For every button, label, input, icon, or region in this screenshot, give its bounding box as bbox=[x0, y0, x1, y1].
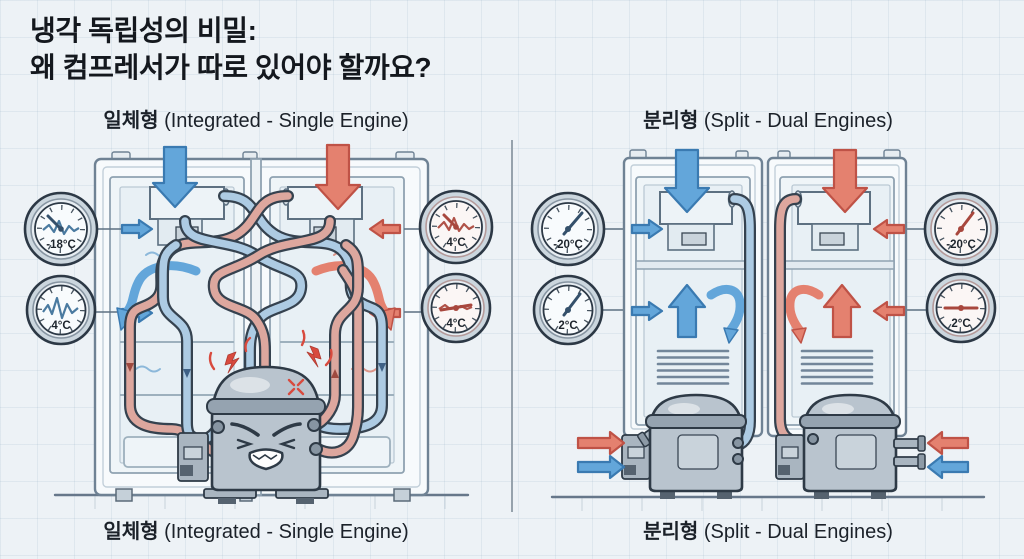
refrigerant-pipe-cold bbox=[181, 217, 305, 371]
split-header: 분리형 (Split - Dual Engines) bbox=[512, 104, 1024, 133]
integrated-footer: 일체형 (Integrated - Single Engine) bbox=[0, 515, 512, 544]
split-header-en: (Split - Dual Engines) bbox=[698, 110, 893, 132]
refrigerant-pipe-warm bbox=[314, 241, 362, 428]
cold-air-down-arrow-icon bbox=[151, 145, 199, 209]
title-line-1: 냉각 독립성의 비밀: bbox=[30, 15, 257, 46]
integrated-header: 일체형 (Integrated - Single Engine) bbox=[0, 104, 512, 133]
pipe-port bbox=[732, 453, 744, 465]
warm-line-right-arrow-icon bbox=[576, 430, 626, 456]
freezer-temp-gauge-fluctuating: -18°C bbox=[23, 191, 99, 267]
freezer-temp-gauge-stable: -20°C bbox=[923, 191, 999, 267]
cold-air-right-arrow-icon bbox=[630, 218, 664, 240]
cold-line-right-arrow-icon bbox=[576, 454, 626, 480]
integrated-header-ko: 일체형 bbox=[103, 110, 159, 132]
cold-air-right-arrow-icon bbox=[630, 300, 664, 322]
page-title: 냉각 독립성의 비밀: 왜 컴프레서가 따로 있어야 할까요? bbox=[30, 12, 432, 86]
compressor-freezer bbox=[621, 393, 747, 499]
warm-air-left-arrow-icon bbox=[872, 300, 906, 322]
gauge-value: 2°C bbox=[558, 320, 577, 332]
gauge-value: 4°C bbox=[446, 237, 465, 249]
split-footer: 분리형 (Split - Dual Engines) bbox=[512, 515, 1024, 544]
split-footer-ko: 분리형 bbox=[643, 521, 699, 543]
vent-grille bbox=[656, 349, 730, 385]
cold-air-down-arrow-icon bbox=[663, 148, 711, 214]
fridge-temp-gauge-fluctuating: 4°C bbox=[25, 274, 97, 346]
warm-air-down-arrow-icon bbox=[314, 143, 362, 211]
integrated-footer-en: (Integrated - Single Engine) bbox=[158, 521, 409, 543]
pipe-port bbox=[211, 420, 225, 434]
cold-line-left-arrow-icon bbox=[926, 454, 970, 480]
split-footer-en: (Split - Dual Engines) bbox=[698, 521, 893, 543]
pipe-port bbox=[807, 433, 819, 445]
pipe-port bbox=[309, 442, 323, 456]
compressor-fridge bbox=[775, 393, 926, 499]
fridge-temp-gauge-stable: 2°C bbox=[925, 272, 997, 344]
integrated-panel: -18°C 4°C 4°C 4°C bbox=[23, 143, 494, 509]
warm-temp-gauge-fluctuating: 4°C bbox=[418, 189, 494, 265]
gauge-value: -18°C bbox=[46, 239, 76, 251]
cold-wave-icon bbox=[135, 365, 161, 373]
angry-face bbox=[230, 422, 302, 471]
pump-unit bbox=[177, 432, 209, 482]
anger-mark-icon bbox=[287, 378, 305, 396]
integrated-footer-ko: 일체형 bbox=[103, 521, 159, 543]
pipe-port bbox=[732, 437, 744, 449]
compressor-overloaded bbox=[177, 329, 333, 504]
cold-air-curved-arrow-icon bbox=[706, 284, 745, 344]
panel-divider bbox=[511, 140, 513, 512]
cold-air-up-arrow-icon bbox=[667, 283, 707, 339]
warm-air-left-arrow-icon bbox=[872, 218, 906, 240]
warm-air-curved-arrow-icon bbox=[785, 284, 824, 344]
refrigerant-pipe-warm bbox=[210, 217, 334, 371]
warm-temp-gauge-fluctuating: 4°C bbox=[420, 272, 492, 344]
title-line-2: 왜 컴프레서가 따로 있어야 할까요? bbox=[30, 52, 432, 83]
cold-air-right-arrow-icon bbox=[120, 218, 154, 240]
freezer-temp-gauge-stable: -20°C bbox=[530, 191, 606, 267]
split-panel: -20°C 2°C -20°C 2°C bbox=[530, 148, 999, 511]
warm-line-left-arrow-icon bbox=[926, 430, 970, 456]
vent-grille bbox=[800, 349, 874, 385]
gauge-value: 2°C bbox=[951, 318, 970, 330]
warm-air-left-arrow-icon bbox=[368, 218, 402, 240]
gauge-value: -20°C bbox=[553, 239, 583, 251]
integrated-header-en: (Integrated - Single Engine) bbox=[158, 110, 409, 132]
gauge-value: 4°C bbox=[51, 320, 70, 332]
split-header-ko: 분리형 bbox=[643, 110, 699, 132]
gauge-value: 4°C bbox=[446, 318, 465, 330]
fridge-temp-gauge-stable: 2°C bbox=[532, 274, 604, 346]
tangled-pipes bbox=[124, 190, 388, 459]
pipe-stubs bbox=[893, 435, 926, 470]
gauge-value: -20°C bbox=[946, 239, 976, 251]
pipe-port bbox=[307, 418, 321, 432]
floor bbox=[550, 495, 986, 511]
stress-lightning-icons bbox=[208, 329, 333, 374]
warm-air-up-arrow-icon bbox=[822, 283, 862, 339]
warm-air-down-arrow-icon bbox=[821, 148, 869, 214]
